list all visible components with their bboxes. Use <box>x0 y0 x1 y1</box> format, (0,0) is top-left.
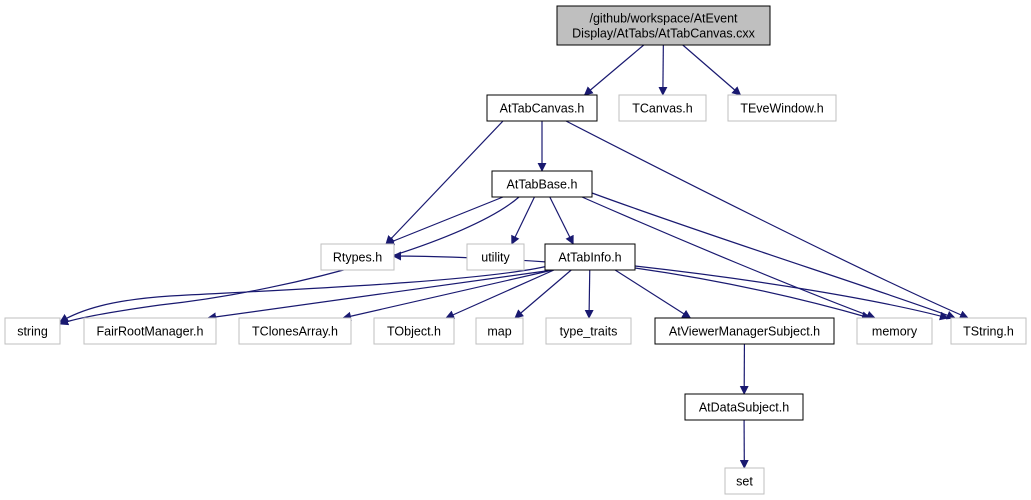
node-label: TEveWindow.h <box>740 102 823 116</box>
node-box <box>373 317 455 345</box>
node-box <box>618 94 707 122</box>
node-box <box>320 243 395 271</box>
edge-attabinfo-h-to-atviewermanagersubject-h <box>614 269 692 319</box>
node-box <box>727 94 837 122</box>
node-atviewermanagersubject-h[interactable]: AtViewerManagerSubject.h <box>654 317 835 345</box>
edge-attabbase-h-to-memory <box>581 196 876 320</box>
node-map: map <box>475 317 524 345</box>
node-box <box>486 94 598 122</box>
node-label: AtViewerManagerSubject.h <box>669 325 820 339</box>
node-attabinfo-h[interactable]: AtTabInfo.h <box>544 243 636 271</box>
node-box <box>544 243 636 271</box>
node-box <box>556 5 771 46</box>
node-box <box>684 393 804 421</box>
node-tstring-h: TString.h <box>950 317 1027 345</box>
node-label: AtTabCanvas.h <box>500 102 585 116</box>
node-tevewindow-h: TEveWindow.h <box>727 94 837 122</box>
edge-attabinfo-h-to-string <box>59 265 549 323</box>
node-box <box>654 317 835 345</box>
node-set: set <box>724 467 765 495</box>
edge-attabinfo-h-to-fairrootmanager-h <box>207 269 554 322</box>
node-box <box>475 317 524 345</box>
node-attabcanvas-h[interactable]: AtTabCanvas.h <box>486 94 598 122</box>
edge-attabinfo-h-to-tobject-h <box>445 269 555 319</box>
node-box <box>545 317 632 345</box>
node-label: AtTabInfo.h <box>558 251 621 265</box>
node-box <box>4 317 61 345</box>
edge-root-to-tevewindow-h <box>682 44 742 96</box>
node-box <box>466 243 525 271</box>
node-label: Rtypes.h <box>333 251 382 265</box>
node-label: AtDataSubject.h <box>699 401 789 415</box>
edge-attabinfo-h-to-type-traits <box>584 269 594 319</box>
node-label: string <box>17 325 48 339</box>
node-fairrootmanager-h: FairRootManager.h <box>83 317 217 345</box>
edge-attabbase-h-to-utility <box>511 196 535 245</box>
edges-layer <box>59 44 969 469</box>
node-label: utility <box>481 251 510 265</box>
node-label: type_traits <box>560 325 618 339</box>
node-label: TCanvas.h <box>632 102 692 116</box>
edge-attabbase-h-to-rtypes-h <box>385 196 504 246</box>
node-box <box>724 467 765 495</box>
edge-attabcanvas-h-to-rtypes-h <box>385 120 504 245</box>
node-label: /github/workspace/AtEvent <box>590 12 739 26</box>
edge-attabinfo-h-to-rtypes-h <box>392 251 548 263</box>
node-box <box>491 170 593 198</box>
node-attabbase-h[interactable]: AtTabBase.h <box>491 170 593 198</box>
node-memory: memory <box>856 317 933 345</box>
node-atdatasubject-h[interactable]: AtDataSubject.h <box>684 393 804 421</box>
node-tcanvas-h: TCanvas.h <box>618 94 707 122</box>
node-label: Display/AtTabs/AtTabCanvas.cxx <box>572 27 755 41</box>
node-tclonesarray-h: TClonesArray.h <box>238 317 352 345</box>
node-label: TString.h <box>963 325 1014 339</box>
node-box <box>238 317 352 345</box>
node-type-traits: type_traits <box>545 317 632 345</box>
node-rtypes-h: Rtypes.h <box>320 243 395 271</box>
node-label: AtTabBase.h <box>507 178 578 192</box>
node-label: TClonesArray.h <box>252 325 338 339</box>
edge-attabbase-h-to-tstring-h <box>591 192 956 320</box>
node-box <box>83 317 217 345</box>
node-box <box>856 317 933 345</box>
node-label: map <box>487 325 511 339</box>
edge-attabcanvas-h-to-tstring-h <box>565 120 969 319</box>
node-string: string <box>4 317 61 345</box>
edge-attabinfo-h-to-memory <box>634 267 871 321</box>
node-label: set <box>736 475 753 489</box>
edge-attabinfo-h-to-map <box>514 269 572 319</box>
node-label: FairRootManager.h <box>96 325 203 339</box>
edge-attabbase-h-to-string <box>59 196 520 326</box>
node-utility: utility <box>466 243 525 271</box>
node-label: TObject.h <box>387 325 441 339</box>
edge-root-to-attabcanvas-h <box>583 44 645 96</box>
node-root: /github/workspace/AtEventDisplay/AtTabs/… <box>556 5 771 46</box>
node-label: memory <box>872 325 918 339</box>
nodes-layer: /github/workspace/AtEventDisplay/AtTabs/… <box>4 5 1027 495</box>
edge-attabinfo-h-to-tclonesarray-h <box>342 269 554 321</box>
node-tobject-h: TObject.h <box>373 317 455 345</box>
edge-attabbase-h-to-attabinfo-h <box>549 196 574 245</box>
node-box <box>950 317 1027 345</box>
edge-attabinfo-h-to-tstring-h <box>634 265 949 321</box>
